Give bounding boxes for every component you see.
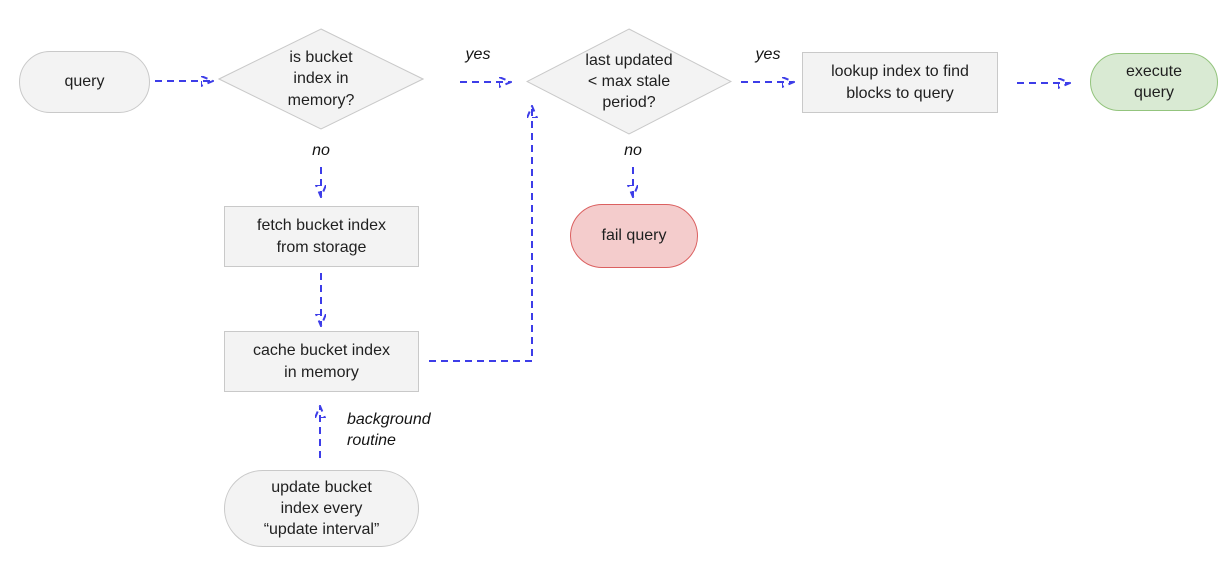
node-execute-query: execute query [1090, 53, 1218, 111]
edge-label-yes-memory: yes [465, 46, 491, 63]
node-fail-query-label: fail query [601, 227, 667, 245]
edge-label-no-stale: no [624, 142, 642, 159]
node-cache-index: cache bucket index in memory [224, 331, 419, 392]
diamond-shape [526, 28, 732, 135]
node-fail-query: fail query [570, 204, 698, 268]
node-decision-last-updated: last updated < max stale period? [526, 28, 732, 135]
node-lookup-index: lookup index to find blocks to query [802, 52, 998, 113]
node-cache-index-label: cache bucket index in memory [253, 342, 390, 381]
node-update-index: update bucket index every “update interv… [224, 470, 419, 547]
node-execute-query-label: execute query [1125, 62, 1183, 101]
node-query-label: query [64, 73, 105, 91]
diamond-shape [218, 28, 424, 130]
node-decision-index-in-memory-label: is bucket index in memory? [287, 49, 355, 109]
node-decision-last-updated-label: last updated < max stale period? [585, 51, 673, 112]
node-query: query [19, 51, 150, 113]
node-update-index-label: update bucket index every “update interv… [263, 478, 380, 539]
edge-label-background-routine: background routine [347, 411, 431, 449]
edge-label-no-memory: no [312, 142, 330, 159]
connector-cache-to-stale-check [429, 107, 532, 362]
node-fetch-index: fetch bucket index from storage [224, 206, 419, 267]
node-fetch-index-label: fetch bucket index from storage [257, 217, 386, 256]
edge-label-yes-stale: yes [755, 46, 781, 63]
node-decision-index-in-memory: is bucket index in memory? [218, 28, 424, 130]
node-lookup-index-label: lookup index to find blocks to query [831, 63, 969, 102]
